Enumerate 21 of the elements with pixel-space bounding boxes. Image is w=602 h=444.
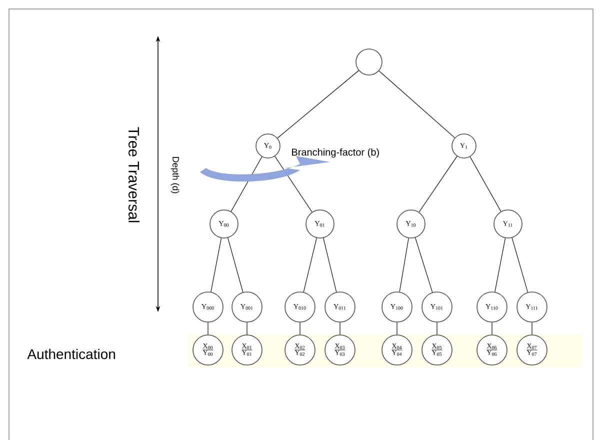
connector [399,238,409,292]
connector [512,237,528,293]
connector [210,238,222,292]
connector [470,156,502,212]
axis-title: Tree Traversal [128,127,140,222]
connector [228,238,244,292]
connector [274,156,312,212]
connector [378,70,456,138]
connector [277,70,360,138]
connector [396,322,398,335]
empty-circle [356,48,382,76]
connector [303,238,317,292]
connector [414,237,433,293]
row-label: Authentication [27,348,116,360]
connector [323,238,337,292]
connector [494,238,506,292]
connector [418,156,458,212]
connector [246,322,248,335]
annotation-text: Branching-factor (b) [292,148,379,158]
connector [436,322,438,335]
axis-label: Depth (d) [170,156,180,194]
